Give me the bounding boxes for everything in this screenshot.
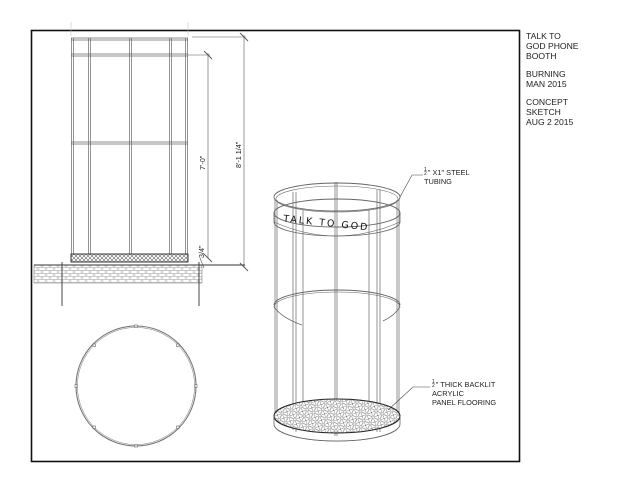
dimension-inner-height: 7'-0" — [198, 155, 207, 170]
title-project: TALK TO GOD PHONE BOOTH — [526, 31, 579, 61]
title-block: TALK TO GOD PHONE BOOTH BURNING MAN 2015… — [526, 31, 618, 135]
dimension-base: 3/4" — [197, 245, 206, 258]
title-event: BURNING MAN 2015 — [526, 69, 567, 89]
title-status-date: CONCEPT SKETCH AUG 2 2015 — [526, 97, 574, 127]
sheet-border — [30, 29, 521, 463]
dimension-overall-height: 8'-1 1/4" — [234, 141, 243, 168]
front-elevation — [33, 22, 245, 306]
perspective-view — [273, 182, 401, 442]
dimension-lines — [188, 32, 249, 272]
plan-view — [74, 324, 198, 448]
leader-lines — [387, 174, 430, 411]
